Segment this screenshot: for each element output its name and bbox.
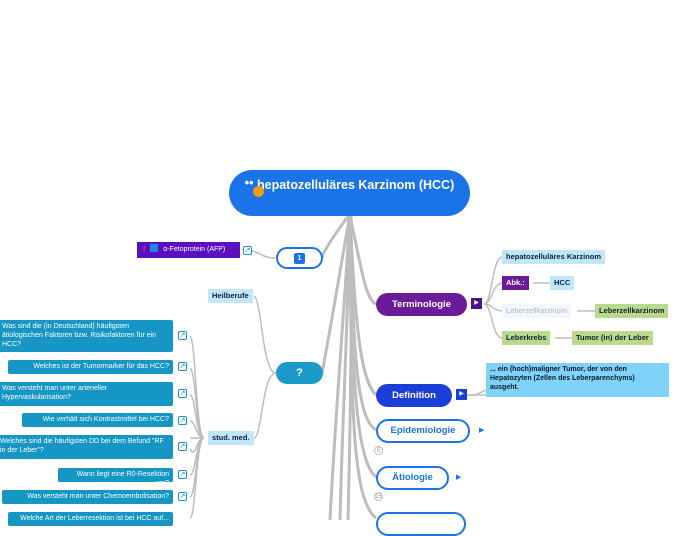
tag-heilberufe: Heilberufe <box>208 289 253 303</box>
question-1-text: Was sind die (in Deutschland) häufigsten… <box>2 323 157 348</box>
question-7[interactable]: Was versteht man unter Chemoembolisation… <box>2 490 173 504</box>
question-5[interactable]: Welches sind die häufigsten DD bei dem B… <box>0 435 173 459</box>
external-link-icon[interactable]: ↗ <box>178 416 187 425</box>
alert-icon: ! <box>143 246 146 253</box>
aetiologie-label: Ätiologie <box>392 472 433 483</box>
afp-node[interactable]: ! α-Fetoprotein (AFP) <box>137 242 240 258</box>
afp-label: α-Fetoprotein (AFP) <box>163 246 226 253</box>
question-7-text: Was versteht man unter Chemoembolisation… <box>27 493 169 500</box>
child-count-badge: 5 <box>374 446 383 455</box>
number-badge-icon: 1 <box>294 253 305 264</box>
term-leberzellkarzinom: Leberzellkarzinom <box>595 304 669 318</box>
question-8-text: Welche Art der Leberresektion ist bei HC… <box>20 515 169 522</box>
question-6-text: Wann liegt eine R0-Resektion vor? <box>76 471 169 487</box>
external-link-icon[interactable]: ↗ <box>178 442 187 451</box>
question-3-text: Was versteht man unter arterieller Hyper… <box>2 385 108 401</box>
epidemiologie-label: Epidemiologie <box>390 425 456 436</box>
definition-node[interactable]: Definition <box>376 384 452 407</box>
definition-text: ... ein (hoch)maligner Tumor, der von de… <box>486 363 669 397</box>
question-1[interactable]: Was sind die (in Deutschland) häufigsten… <box>0 320 173 352</box>
term-abk-value: HCC <box>550 276 575 290</box>
external-link-icon[interactable]: ↗ <box>178 492 187 501</box>
expand-arrow-icon[interactable]: ▶ <box>456 474 462 481</box>
expand-arrow-icon[interactable]: ▶ <box>471 298 482 309</box>
external-link-icon[interactable]: ↗ <box>243 246 252 255</box>
question-4[interactable]: Wie verhält sich Kontrastmittel bei HCC? <box>22 413 173 427</box>
external-link-icon[interactable]: ↗ <box>178 470 187 479</box>
question-6[interactable]: Wann liegt eine R0-Resektion vor? <box>58 468 173 487</box>
expand-arrow-icon[interactable]: ▶ <box>479 427 485 434</box>
term-leberkrebs-note: Tumor (in) der Leber <box>572 331 653 345</box>
question-4-text: Wie verhält sich Kontrastmittel bei HCC? <box>42 416 169 423</box>
external-link-icon[interactable]: ↗ <box>178 389 187 398</box>
central-topic[interactable]: •• hepatozelluläres Karzinom (HCC) <box>229 170 470 216</box>
epidemiologie-node[interactable]: Epidemiologie <box>376 419 470 443</box>
central-title: hepatozelluläres Karzinom (HCC) <box>256 178 455 192</box>
question-2-text: Welches ist der Tumormarker für das HCC? <box>33 363 169 370</box>
term-abk-label: Abk.: <box>502 276 529 290</box>
terminologie-node[interactable]: Terminologie <box>376 293 467 316</box>
term-leberkrebs: Leberkrebs <box>502 331 551 345</box>
external-link-icon[interactable]: ↗ <box>178 362 187 371</box>
topic-icon-box[interactable]: 1 <box>276 247 323 269</box>
terminologie-label: Terminologie <box>392 299 451 310</box>
expand-arrow-icon[interactable]: ▶ <box>456 389 467 400</box>
question-node[interactable]: ? <box>276 362 323 384</box>
aetiologie-node[interactable]: Ätiologie <box>376 466 449 490</box>
linked-badge-icon <box>150 244 159 252</box>
priority-dot-icon <box>253 186 264 197</box>
question-3[interactable]: Was versteht man unter arterieller Hyper… <box>0 382 173 406</box>
external-link-icon[interactable]: ↗ <box>178 331 187 340</box>
definition-label: Definition <box>392 390 436 401</box>
connector-lines <box>189 213 595 520</box>
question-8[interactable]: Welche Art der Leberresektion ist bei HC… <box>8 512 173 526</box>
term-leberzellkarzinom-faded: Leberzellkarzinom <box>502 304 571 318</box>
question-label: ? <box>296 367 303 379</box>
term-name: hepatozelluläres Karzinom <box>502 250 606 264</box>
question-5-text: Welches sind die häufigsten DD bei dem B… <box>0 438 164 454</box>
next-topic-node[interactable] <box>376 512 466 536</box>
question-2[interactable]: Welches ist der Tumormarker für das HCC? <box>8 360 173 374</box>
central-prefix: •• <box>244 176 254 190</box>
tag-stud-med: stud. med. <box>208 431 254 445</box>
child-count-badge: 15 <box>374 492 383 501</box>
